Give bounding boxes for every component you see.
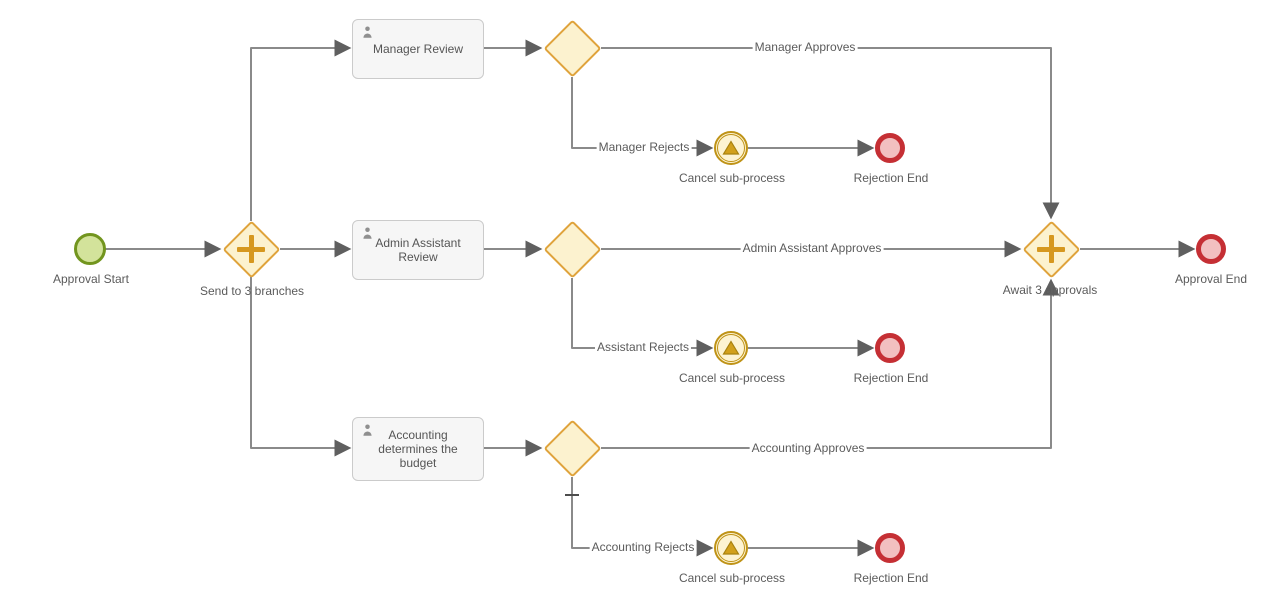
flow-accounting-rejects[interactable]: [571, 477, 714, 557]
cancel-event-label-2: Cancel sub-process: [678, 371, 786, 385]
flow-label-accounting-approves: Accounting Approves: [749, 441, 867, 455]
decision-gateway-accounting[interactable]: [543, 419, 601, 477]
user-icon: [363, 26, 372, 38]
cancel-subprocess-event-2[interactable]: [714, 331, 748, 365]
user-icon: [363, 227, 372, 239]
task-label: Admin Assistant Review: [375, 236, 461, 264]
event-inner-ring: [717, 134, 745, 162]
flow-label-accounting-rejects: Accounting Rejects: [589, 540, 697, 554]
decision-gateway-manager[interactable]: [543, 19, 601, 77]
flow-label-assistant-rejects: Assistant Rejects: [594, 340, 692, 354]
gateway-diamond: [543, 419, 601, 477]
flow-split-to-manager-task[interactable]: [250, 39, 352, 221]
cancel-subprocess-event-3[interactable]: [714, 531, 748, 565]
flow-manager-rejects[interactable]: [571, 77, 714, 157]
signal-triangle-icon: [722, 540, 740, 555]
task-manager-review[interactable]: Manager Review: [352, 19, 484, 79]
decision-gateway-admin[interactable]: [543, 220, 601, 278]
rejection-end-label-1: Rejection End: [853, 171, 929, 185]
await-gateway-label: Await 3 approvals: [1002, 283, 1098, 297]
start-event-label: Approval Start: [52, 272, 130, 286]
gateway-diamond: [543, 19, 601, 77]
user-icon: [363, 424, 372, 436]
signal-triangle-icon: [722, 140, 740, 155]
flow-accounting-approves[interactable]: [601, 278, 1060, 449]
task-label: Manager Review: [372, 42, 464, 56]
flow-label-manager-approves: Manager Approves: [752, 40, 858, 54]
task-label: Accounting determines the budget: [378, 428, 458, 470]
signal-triangle-icon: [722, 340, 740, 355]
event-inner-ring: [717, 334, 745, 362]
task-accounting-budget[interactable]: Accounting determines the budget: [352, 417, 484, 481]
plus-marker-icon: [1048, 235, 1054, 263]
rejection-end-event-1[interactable]: [875, 133, 905, 163]
approval-end-label: Approval End: [1174, 272, 1248, 286]
flow-label-manager-rejects: Manager Rejects: [596, 140, 692, 154]
rejection-end-event-2[interactable]: [875, 333, 905, 363]
parallel-await-gateway[interactable]: [1022, 220, 1080, 278]
start-event-circle[interactable]: [74, 233, 106, 265]
cancel-subprocess-event-1[interactable]: [714, 131, 748, 165]
cancel-event-label-1: Cancel sub-process: [678, 171, 786, 185]
flow-manager-approves[interactable]: [601, 47, 1060, 220]
flow-assistant-rejects[interactable]: [571, 278, 714, 357]
gateway-diamond: [543, 220, 601, 278]
cancel-event-label-3: Cancel sub-process: [678, 571, 786, 585]
task-admin-assistant-review[interactable]: Admin Assistant Review: [352, 220, 484, 280]
rejection-end-event-3[interactable]: [875, 533, 905, 563]
event-inner-ring: [717, 534, 745, 562]
flow-split-to-accounting-task[interactable]: [250, 277, 352, 457]
parallel-split-gateway[interactable]: [222, 220, 280, 278]
rejection-end-label-3: Rejection End: [853, 571, 929, 585]
rejection-end-label-2: Rejection End: [853, 371, 929, 385]
split-gateway-label: Send to 3 branches: [199, 284, 305, 298]
plus-marker-icon: [248, 235, 254, 263]
flow-label-admin-approves: Admin Assistant Approves: [740, 241, 884, 255]
approval-end-event[interactable]: [1196, 234, 1226, 264]
